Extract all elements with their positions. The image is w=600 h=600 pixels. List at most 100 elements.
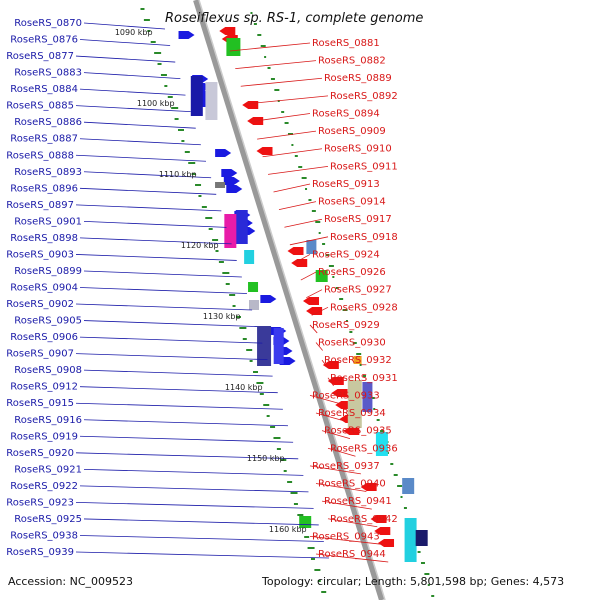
forward-gene-label: RoseRS_0905 [14, 316, 82, 327]
forward-gene-leader [75, 502, 314, 509]
reverse-gene-arrow [331, 389, 348, 397]
forward-gene-label: RoseRS_0912 [10, 382, 78, 393]
forward-gene-block [273, 328, 284, 364]
reverse-gene-arrow [374, 527, 391, 535]
reverse-gene-leader [327, 518, 378, 528]
gc-track-mark [317, 580, 321, 582]
gc-track-mark [335, 287, 339, 289]
reverse-gene-arrow [378, 539, 395, 547]
gc-track-mark [181, 140, 185, 142]
gc-track-mark [420, 562, 425, 564]
gc-track-mark [191, 173, 196, 175]
gc-track-mark [294, 155, 298, 157]
gc-track-mark [393, 474, 398, 476]
reverse-gene-block [375, 432, 388, 456]
gc-track-mark [403, 507, 407, 509]
reverse-gene-label: RoseRS_0929 [312, 320, 380, 331]
forward-gene-leader [83, 270, 242, 278]
gc-track-mark [274, 89, 280, 91]
gc-track-mark [287, 481, 293, 483]
gc-track-mark [321, 591, 327, 593]
gc-track-mark [267, 67, 271, 69]
forward-gene-leader [79, 138, 201, 146]
reverse-gene-leader [273, 183, 311, 193]
reverse-gene-leader [240, 77, 323, 87]
kbp-tick-label: 1110 kbp [159, 170, 197, 179]
gc-track-mark [345, 320, 348, 322]
gc-track-mark [246, 349, 253, 351]
gc-track-mark [225, 283, 230, 285]
reverse-gene-leader [309, 535, 383, 545]
reverse-gene-label: RoseRS_0932 [324, 355, 392, 366]
gc-track-mark [266, 415, 270, 417]
reverse-gene-leader [315, 412, 345, 422]
forward-gene-label: RoseRS_0906 [10, 332, 78, 343]
forward-gene-label: RoseRS_0902 [6, 299, 74, 310]
feature-track-layer [140, 0, 435, 600]
gc-track-mark [356, 353, 362, 355]
gc-track-mark [301, 177, 307, 179]
gc-track-mark [239, 327, 247, 329]
reverse-gene-label: RoseRS_0910 [324, 144, 392, 155]
forward-gene-leader [75, 105, 191, 113]
gc-track-mark [184, 151, 190, 153]
reverse-gene-leader [267, 165, 329, 175]
gc-track-mark [283, 470, 287, 472]
reverse-gene-label: RoseRS_0889 [324, 73, 392, 84]
forward-gene-leader [79, 435, 294, 443]
gc-track-mark [293, 503, 298, 505]
reverse-gene-leader [306, 289, 323, 299]
gc-track-mark [188, 162, 196, 164]
reverse-gene-leader [315, 553, 389, 563]
reverse-gene-arrow [360, 483, 377, 491]
reverse-gene-label: RoseRS_0937 [312, 461, 380, 472]
gc-track-mark [201, 206, 207, 208]
forward-gene-block [249, 300, 259, 310]
forward-gene-leader [75, 303, 253, 311]
gc-track-mark [328, 265, 334, 267]
forward-gene-leader [79, 535, 324, 542]
gc-track-mark [229, 294, 236, 296]
gc-track-mark [174, 118, 179, 120]
kbp-tick-label: 1100 kbp [137, 99, 175, 108]
forward-gene-label: RoseRS_0907 [6, 349, 74, 360]
forward-gene-leader [79, 336, 263, 344]
gc-track-mark [304, 536, 310, 538]
gc-track-mark [212, 239, 219, 241]
forward-gene-leader [75, 204, 222, 212]
reverse-gene-leader [311, 306, 329, 316]
gc-track-mark [222, 272, 230, 274]
forward-gene-label: RoseRS_0904 [10, 283, 78, 294]
kbp-tick-label: 1120 kbp [181, 241, 219, 250]
reverse-gene-leader [235, 60, 317, 70]
forward-gene-label: RoseRS_0884 [10, 84, 78, 95]
forward-gene-label: RoseRS_0893 [14, 167, 82, 178]
reverse-gene-label: RoseRS_0927 [324, 285, 392, 296]
gc-track-mark [376, 419, 380, 421]
kbp-tick-label: 1160 kbp [269, 525, 307, 534]
reverse-gene-label: RoseRS_0914 [318, 197, 386, 208]
gc-track-mark [281, 111, 285, 113]
forward-gene-block [190, 76, 203, 116]
gc-track-mark [363, 375, 367, 377]
gc-track-mark [264, 56, 267, 58]
forward-gene-leader [79, 287, 247, 294]
forward-gene-label: RoseRS_0899 [14, 266, 82, 277]
forward-gene-leader [83, 518, 319, 526]
forward-gene-label: RoseRS_0916 [14, 415, 82, 426]
genome-backbone-highlight [198, 0, 386, 600]
gc-track-mark [280, 459, 287, 461]
reverse-gene-label: RoseRS_0894 [312, 108, 380, 119]
forward-gene-leader [75, 154, 207, 162]
gc-track-mark [263, 404, 270, 406]
label-connector-layer [75, 22, 389, 563]
gc-track-mark [154, 52, 162, 54]
reverse-gene-leader [321, 500, 372, 510]
reverse-gene-label: RoseRS_0931 [330, 373, 398, 384]
forward-gene-label: RoseRS_0939 [6, 547, 74, 558]
gc-track-mark [195, 184, 202, 186]
gc-track-mark [150, 41, 156, 43]
forward-gene-label: RoseRS_0923 [6, 497, 74, 508]
gc-track-mark [205, 217, 213, 219]
